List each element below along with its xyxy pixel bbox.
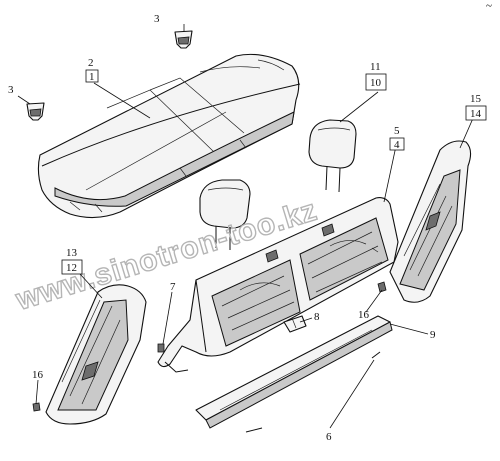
- clip-left: [26, 102, 45, 121]
- side-bolster-left: [45, 284, 147, 425]
- bolt-8: [283, 315, 307, 333]
- callout-9: 9: [430, 329, 436, 341]
- screw-6: [245, 351, 381, 433]
- callout-1: 1: [89, 71, 95, 83]
- callout-15: 15: [470, 93, 482, 105]
- callout-14: 14: [470, 108, 482, 120]
- headrest-left: [199, 179, 251, 250]
- callout-5: 5: [394, 125, 400, 137]
- seat-back-frame: [157, 197, 399, 373]
- callout-4: 4: [394, 139, 400, 151]
- side-bolster-right: [389, 140, 472, 303]
- callout-12: 12: [66, 262, 77, 274]
- callout-3-left: 3: [8, 84, 14, 96]
- bolt-16-left: [32, 402, 41, 412]
- clip-top: [174, 30, 193, 49]
- callout-1-box: [85, 69, 99, 83]
- headrest-right: [308, 119, 357, 193]
- callout-6: 6: [326, 431, 332, 443]
- callout-13: 13: [66, 247, 78, 259]
- callout-10-box: [365, 73, 387, 91]
- callout-16-left: 16: [32, 369, 44, 381]
- callout-8: 8: [314, 311, 320, 323]
- callout-2: 2: [88, 57, 94, 69]
- seat-cushion: [37, 53, 301, 219]
- corner-mark: ~: [486, 0, 492, 12]
- callouts: 3 2 1 3 11 10 5 4 15 14 13 12 7 8 9 16 1…: [8, 13, 487, 443]
- bolt-16-right: [371, 247, 387, 293]
- callout-7: 7: [170, 281, 176, 293]
- callout-10: 10: [370, 77, 382, 89]
- callout-14-box: [465, 105, 487, 121]
- callout-16-right: 16: [358, 309, 370, 321]
- trim-strip: [195, 315, 393, 429]
- callout-4-box: [389, 137, 405, 151]
- bolt-7: [157, 343, 165, 353]
- callout-3-top: 3: [154, 13, 160, 25]
- callout-12-box: [61, 259, 83, 275]
- callout-11: 11: [370, 61, 381, 73]
- leader-lines: [17, 24, 475, 429]
